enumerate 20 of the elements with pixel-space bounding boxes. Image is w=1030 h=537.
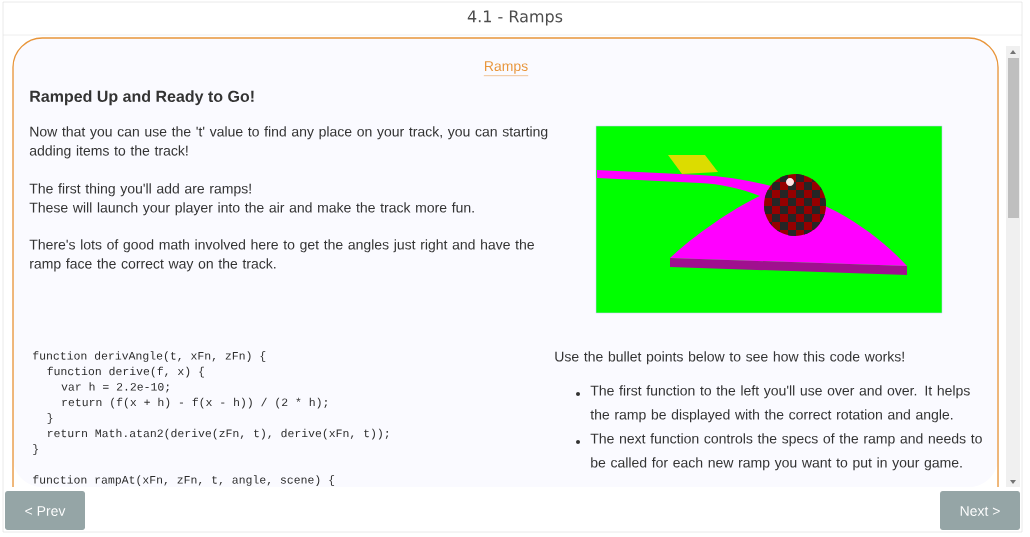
heading: Ramped Up and Ready to Go!	[30, 90, 254, 106]
code-line: function rampAt(xFn, zFn, t, angle, scene) {	[33, 475, 335, 486]
code-line: }	[33, 444, 38, 455]
paragraph: Use the bullet points below to see how this code works!	[555, 351, 904, 365]
code-line: }	[47, 413, 53, 424]
next-button: Next >	[940, 491, 1020, 530]
code-line: return (f(x + h) - f(x - h)) / (2 * h);	[62, 397, 327, 409]
bullet-item: The first function to the left you'll use over and over. It helps the ramp be displayed with the correct rotation and angle.	[576, 385, 970, 423]
code-line: function derivAngle(t, xFn, zFn) {	[33, 351, 266, 362]
code-line: var h = 2.2e-10;	[61, 382, 169, 393]
paragraph: These will launch your player into the air and make the track more fun.	[29, 202, 474, 216]
window-title: 4.1 - Ramps	[467, 10, 563, 26]
paragraph: Now that you can use the 't' value to find any place on your track, you can starting adding items to the track!	[29, 126, 548, 159]
paragraph: The first thing you'll add are ramps!	[29, 183, 251, 197]
code-line: return Math.atan2(derive(zFn, t), derive(xFn, t));	[48, 428, 389, 440]
prev-button: < Prev	[5, 491, 85, 530]
bullet-item: The next function controls the specs of the ramp and needs to be called for each new ramp you want to put in your game.	[576, 433, 982, 471]
code-line: function derive(f, x) {	[47, 366, 204, 378]
paragraph: There's lots of good math involved here to get the angles just right and have the ramp face the correct way on the track.	[29, 239, 534, 272]
link: Ramps	[483, 61, 529, 76]
